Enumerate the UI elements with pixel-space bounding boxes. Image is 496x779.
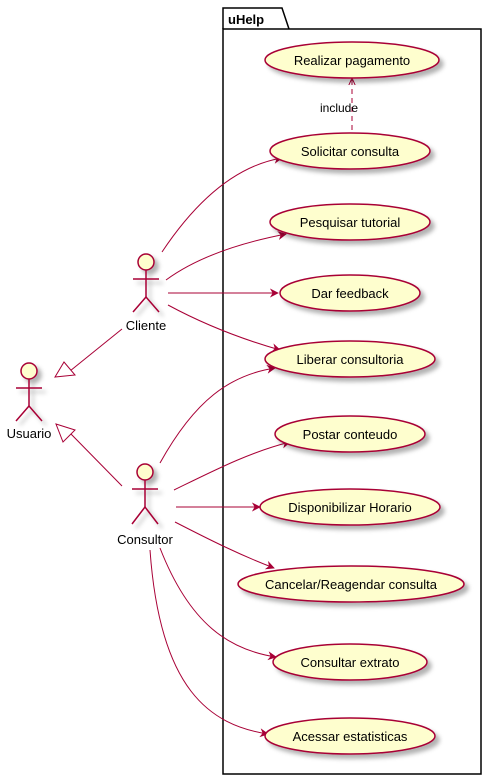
use-case-label: Dar feedback [311, 286, 389, 301]
assoc-consultor-cancelar-reagendar [174, 521, 275, 570]
assoc-cliente-solicitar-consulta [161, 154, 283, 253]
actor-label: Usuario [7, 426, 52, 441]
use-case-postar-conteudo[interactable]: Postar conteudo [274, 415, 426, 453]
assoc-consultor-postar-conteudo [173, 439, 291, 491]
actor-consultor[interactable]: Consultor [117, 463, 173, 547]
use-case-label: Cancelar/Reagendar consulta [265, 577, 438, 592]
use-case-pesquisar-tutorial[interactable]: Pesquisar tutorial [269, 203, 431, 241]
use-case-label: Postar conteudo [303, 427, 398, 442]
generalization-consultor-usuario [69, 432, 123, 487]
use-case-disponibilizar-horario[interactable]: Disponibilizar Horario [259, 488, 441, 526]
use-case-label: Disponibilizar Horario [288, 500, 412, 515]
actor-usuario[interactable]: Usuario [7, 362, 52, 441]
use-case-label: Pesquisar tutorial [300, 215, 401, 230]
package-title: uHelp [228, 12, 264, 27]
use-case-acessar-estatisticas[interactable]: Acessar estatisticas [264, 717, 436, 755]
use-case-label: Realizar pagamento [294, 53, 410, 68]
use-cases: Realizar pagamento Solicitar consulta Pe… [237, 41, 465, 755]
generalization-arrowhead-consultor [55, 423, 76, 443]
package-tab [222, 7, 290, 30]
use-case-label: Solicitar consulta [301, 144, 400, 159]
use-case-consultar-extrato[interactable]: Consultar extrato [272, 643, 428, 681]
use-case-liberar-consultoria[interactable]: Liberar consultoria [264, 340, 436, 378]
assoc-cliente-pesquisar-tutorial [165, 231, 287, 281]
assoc-consultor-liberar-consultoria [159, 364, 276, 464]
use-case-label: Consultar extrato [301, 655, 400, 670]
include-label: include [320, 101, 358, 115]
assoc-consultor-acessar-estatisticas [149, 549, 269, 738]
assoc-cliente-liberar-consultoria [167, 304, 281, 353]
use-case-label: Liberar consultoria [297, 352, 405, 367]
use-case-cancelar-reagendar-consulta[interactable]: Cancelar/Reagendar consulta [237, 565, 465, 603]
actor-cliente[interactable]: Cliente [126, 253, 166, 333]
generalization-cliente-usuario [69, 328, 123, 372]
package-frame [222, 28, 482, 775]
use-case-dar-feedback[interactable]: Dar feedback [279, 274, 421, 312]
assoc-consultor-consultar-extrato [159, 547, 277, 661]
package-uhelp: uHelp [222, 7, 482, 775]
connectors [69, 78, 352, 738]
generalization-arrowhead-cliente [54, 361, 76, 378]
actor-label: Consultor [117, 532, 173, 547]
use-case-realizar-pagamento[interactable]: Realizar pagamento [264, 41, 440, 79]
use-case-label: Acessar estatisticas [293, 729, 408, 744]
actor-label: Cliente [126, 318, 166, 333]
use-case-solicitar-consulta[interactable]: Solicitar consulta [269, 132, 431, 170]
